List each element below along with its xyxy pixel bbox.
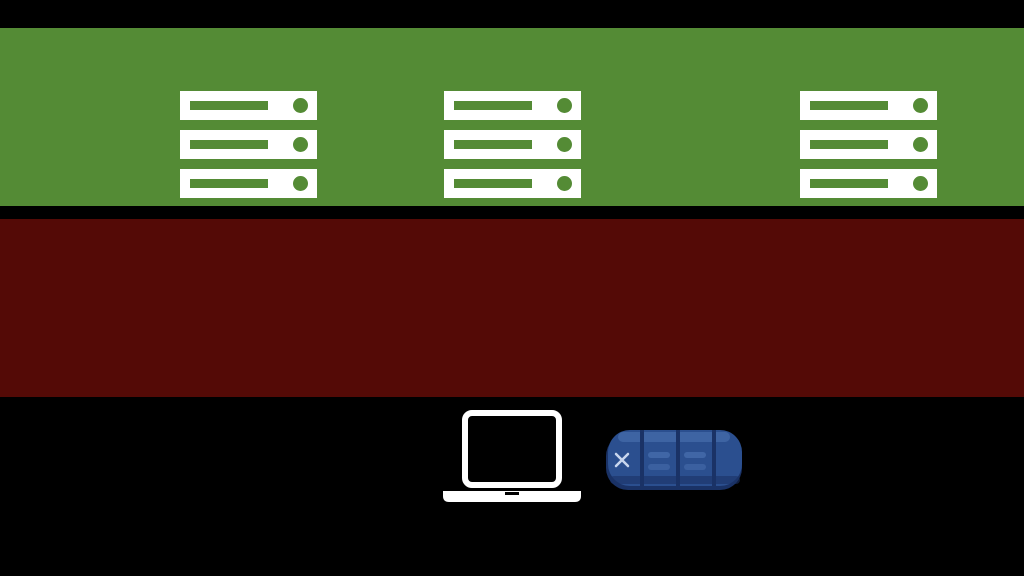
server-stack-1 <box>180 91 317 198</box>
server-rack-icon <box>180 130 317 159</box>
server-rack-icon <box>800 91 937 120</box>
rugged-drive-icon <box>604 424 746 494</box>
server-slot-bar <box>190 179 268 188</box>
empty-zone <box>0 219 1024 397</box>
server-status-light <box>557 98 572 113</box>
server-status-light <box>293 137 308 152</box>
server-slot-bar <box>454 179 532 188</box>
server-rack-icon <box>444 130 581 159</box>
server-rack-icon <box>180 169 317 198</box>
server-status-light <box>557 176 572 191</box>
server-rack-icon <box>800 169 937 198</box>
server-status-light <box>913 98 928 113</box>
server-status-light <box>557 137 572 152</box>
server-status-light <box>293 98 308 113</box>
server-stack-3 <box>800 91 937 198</box>
server-slot-bar <box>810 140 888 149</box>
server-slot-bar <box>454 101 532 110</box>
server-slot-bar <box>190 101 268 110</box>
laptop-icon <box>443 410 581 503</box>
server-slot-bar <box>190 140 268 149</box>
server-rack-icon <box>444 91 581 120</box>
server-status-light <box>913 137 928 152</box>
server-status-light <box>293 176 308 191</box>
server-rack-icon <box>800 130 937 159</box>
server-slot-bar <box>810 101 888 110</box>
server-slot-bar <box>810 179 888 188</box>
server-rack-icon <box>180 91 317 120</box>
server-zone <box>0 28 1024 206</box>
server-stack-2 <box>444 91 581 198</box>
server-slot-bar <box>454 140 532 149</box>
server-status-light <box>913 176 928 191</box>
server-rack-icon <box>444 169 581 198</box>
